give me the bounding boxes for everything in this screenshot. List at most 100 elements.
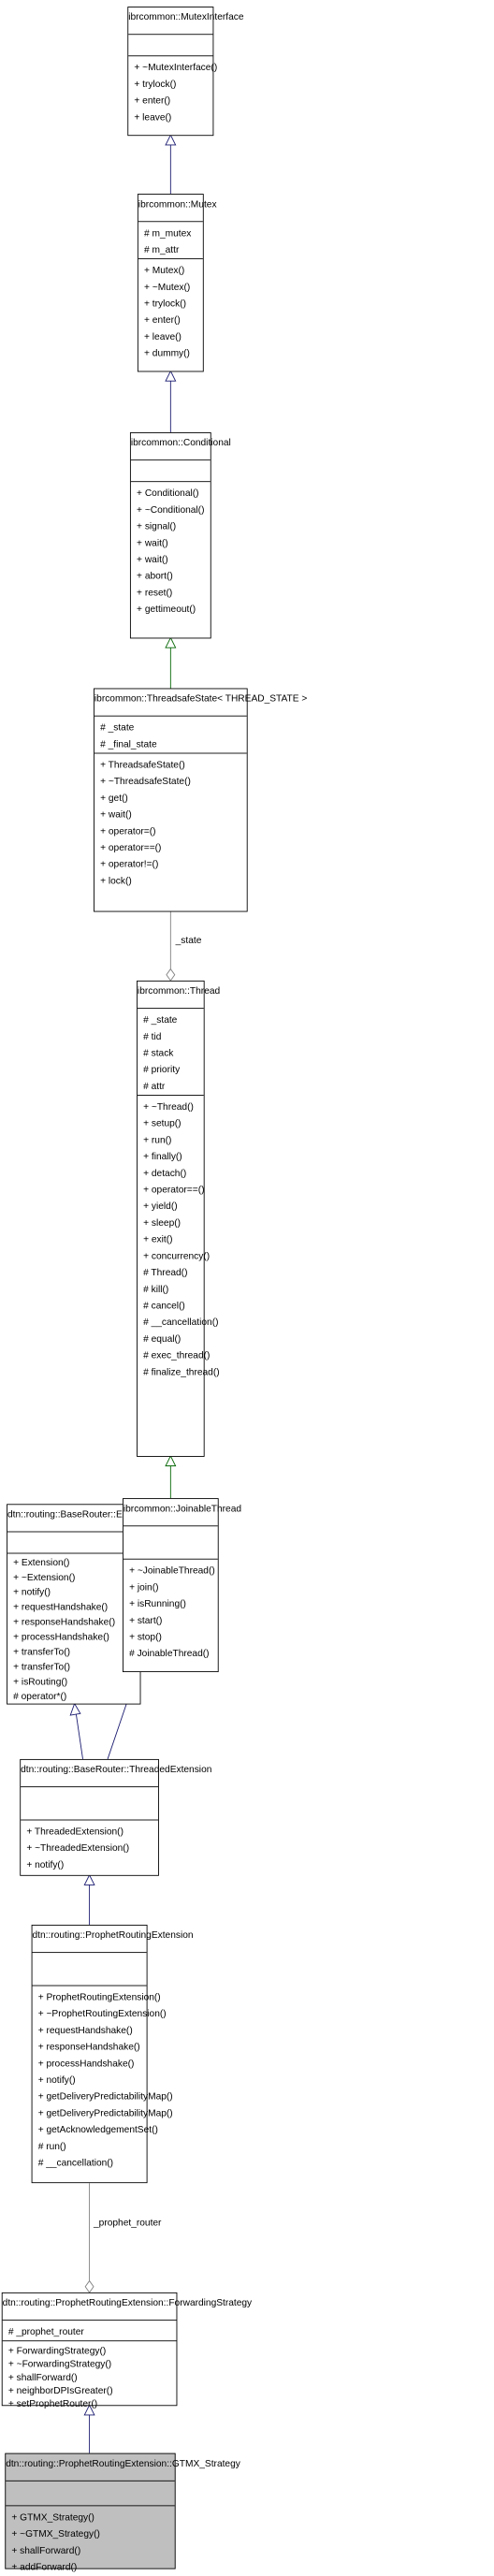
method: + notify() bbox=[26, 1859, 65, 1870]
method: + ~ThreadedExtension() bbox=[26, 1843, 130, 1854]
class-gtmx-strategy[interactable]: dtn::routing::ProphetRoutingExtension::G… bbox=[5, 2452, 240, 2572]
method: + detach() bbox=[143, 1168, 187, 1179]
attributes-section bbox=[130, 459, 211, 481]
method: + enter() bbox=[134, 95, 171, 107]
class-name: dtn::routing::BaseRouter::ThreadedExtens… bbox=[21, 1765, 212, 1775]
method: + ~GTMX_Strategy() bbox=[11, 2529, 100, 2540]
attributes-section: # _prophet_router bbox=[2, 2320, 177, 2340]
class-threadsafe-state[interactable]: ibrcommon::ThreadsafeState< THREAD_STATE… bbox=[94, 688, 307, 912]
class-mutex[interactable]: ibrcommon::Mutex # m_mutex # m_attr + Mu… bbox=[137, 194, 217, 372]
method: + exit() bbox=[143, 1234, 173, 1245]
methods-section: + GTMX_Strategy() + ~GTMX_Strategy() + s… bbox=[6, 2505, 175, 2575]
methods-section: + ~Thread() + setup() + run() + finally(… bbox=[137, 1095, 220, 1380]
method: + ProphetRoutingExtension() bbox=[37, 1992, 161, 2003]
method: + setProphetRouter() bbox=[7, 2399, 98, 2409]
methods-section: + ~JoinableThread() + join() + isRunning… bbox=[123, 1558, 218, 1663]
method: + transferTo() bbox=[13, 1662, 70, 1673]
class-name: dtn::routing::ProphetRoutingExtension::G… bbox=[6, 2458, 240, 2469]
aggregation-diamond bbox=[84, 2279, 94, 2293]
method: + lock() bbox=[100, 876, 132, 887]
method: + ~Conditional() bbox=[137, 504, 205, 516]
aggregation-diamond bbox=[166, 968, 176, 982]
method: + requestHandshake() bbox=[13, 1602, 109, 1613]
method: + yield() bbox=[143, 1201, 178, 1212]
method: + Extension() bbox=[13, 1557, 70, 1568]
class-joinable-thread[interactable]: ibrcommon::JoinableThread + ~JoinableThr… bbox=[122, 1498, 242, 1673]
attributes-section bbox=[32, 1952, 147, 1985]
method: + operator=() bbox=[100, 826, 156, 837]
attribute: # _prophet_router bbox=[7, 2327, 84, 2337]
method: + stop() bbox=[129, 1632, 162, 1643]
inheritance-arrowhead bbox=[165, 1455, 177, 1467]
methods-section: + Mutex() + ~Mutex() + trylock() + enter… bbox=[138, 258, 203, 362]
inheritance-arrowhead bbox=[69, 1702, 81, 1716]
class-name: dtn::routing::ProphetRoutingExtension::F… bbox=[2, 2298, 253, 2308]
class-name: dtn::routing::ProphetRoutingExtension bbox=[32, 1930, 194, 1941]
edge-threadedextension-extension bbox=[75, 1714, 83, 1760]
attribute: # m_attr bbox=[144, 244, 180, 255]
method: + GTMX_Strategy() bbox=[11, 2512, 94, 2524]
attributes-section: # _state # tid # stack # priority # attr bbox=[137, 1008, 204, 1095]
class-name: ibrcommon::Mutex bbox=[138, 199, 217, 210]
method: + shallForward() bbox=[11, 2545, 81, 2556]
methods-section: + ThreadsafeState() + ~ThreadsafeState()… bbox=[94, 752, 247, 890]
attributes-section: # _state # _final_state bbox=[94, 715, 247, 753]
method: + ThreadedExtension() bbox=[26, 1826, 124, 1838]
class-name: ibrcommon::Conditional bbox=[130, 438, 231, 448]
method: + ForwardingStrategy() bbox=[7, 2346, 107, 2357]
attribute: # _state bbox=[100, 722, 135, 734]
method: + sleep() bbox=[143, 1217, 182, 1229]
class-name: ibrcommon::JoinableThread bbox=[123, 1504, 242, 1514]
method: + shallForward() bbox=[7, 2372, 78, 2383]
inheritance-arrowhead bbox=[83, 2404, 95, 2416]
method: + gettimeout() bbox=[137, 604, 196, 615]
class-prophet-routing-extension[interactable]: dtn::routing::ProphetRoutingExtension + … bbox=[31, 1924, 194, 2184]
method: + wait() bbox=[137, 555, 168, 565]
attributes-section bbox=[123, 1525, 218, 1558]
class-name: dtn::routing::BaseRouter::Extension bbox=[7, 1509, 158, 1521]
method: + responseHandshake() bbox=[37, 2042, 140, 2053]
method: + processHandshake() bbox=[37, 2059, 135, 2069]
method: + wait() bbox=[137, 538, 168, 548]
edge-label-state: _state bbox=[175, 936, 202, 946]
method: # JoinableThread() bbox=[129, 1649, 210, 1659]
method: + dummy() bbox=[144, 348, 190, 359]
method: + Conditional() bbox=[137, 488, 199, 499]
class-forwarding-strategy[interactable]: dtn::routing::ProphetRoutingExtension::F… bbox=[1, 2292, 253, 2409]
edge-label-prophet-router: _prophet_router bbox=[94, 2218, 162, 2228]
method: + join() bbox=[129, 1582, 159, 1594]
method: + getDeliveryPredictabilityMap() bbox=[37, 2091, 173, 2103]
methods-section: + ThreadedExtension() + ~ThreadedExtensi… bbox=[21, 1819, 159, 1874]
method: + ThreadsafeState() bbox=[100, 760, 185, 771]
class-mutex-interface[interactable]: ibrcommon::MutexInterface + ~MutexInterf… bbox=[127, 7, 244, 137]
attribute: # priority bbox=[143, 1065, 181, 1075]
attribute: # stack bbox=[143, 1048, 174, 1059]
inheritance-arrowhead bbox=[165, 636, 177, 648]
method: + ~JoinableThread() bbox=[129, 1565, 215, 1577]
methods-section: + ~MutexInterface() + trylock() + enter(… bbox=[128, 55, 217, 125]
attributes-section bbox=[6, 2480, 175, 2506]
method: + processHandshake() bbox=[13, 1632, 109, 1643]
inheritance-arrowhead bbox=[165, 370, 177, 382]
method: # finalize_thread() bbox=[143, 1367, 220, 1377]
method: + isRouting() bbox=[13, 1677, 68, 1687]
attributes-section bbox=[7, 1531, 140, 1553]
methods-section: + Extension() + ~Extension() + notify() … bbox=[7, 1552, 140, 1705]
method: # Thread() bbox=[143, 1268, 188, 1278]
class-conditional[interactable]: ibrcommon::Conditional + Conditional() +… bbox=[129, 432, 231, 639]
method: + ~Mutex() bbox=[144, 282, 191, 293]
method: + ~ForwardingStrategy() bbox=[7, 2359, 112, 2370]
class-thread[interactable]: ibrcommon::Thread # _state # tid # stack… bbox=[137, 980, 220, 1457]
method: + neighborDPIsGreater() bbox=[7, 2385, 113, 2396]
class-threaded-extension[interactable]: dtn::routing::BaseRouter::ThreadedExtens… bbox=[20, 1758, 212, 1876]
method: + transferTo() bbox=[13, 1647, 70, 1658]
method: + signal() bbox=[137, 521, 177, 532]
method: + leave() bbox=[144, 331, 182, 342]
method: + getDeliveryPredictabilityMap() bbox=[37, 2108, 173, 2119]
class-extension[interactable]: dtn::routing::BaseRouter::Extension + Ex… bbox=[7, 1504, 158, 1705]
method: + ~Extension() bbox=[13, 1572, 76, 1583]
attributes-section: # m_mutex # m_attr bbox=[138, 221, 203, 258]
inheritance-arrowhead bbox=[83, 1873, 95, 1885]
method: + concurrency() bbox=[143, 1251, 211, 1262]
method: + notify() bbox=[37, 2075, 76, 2086]
